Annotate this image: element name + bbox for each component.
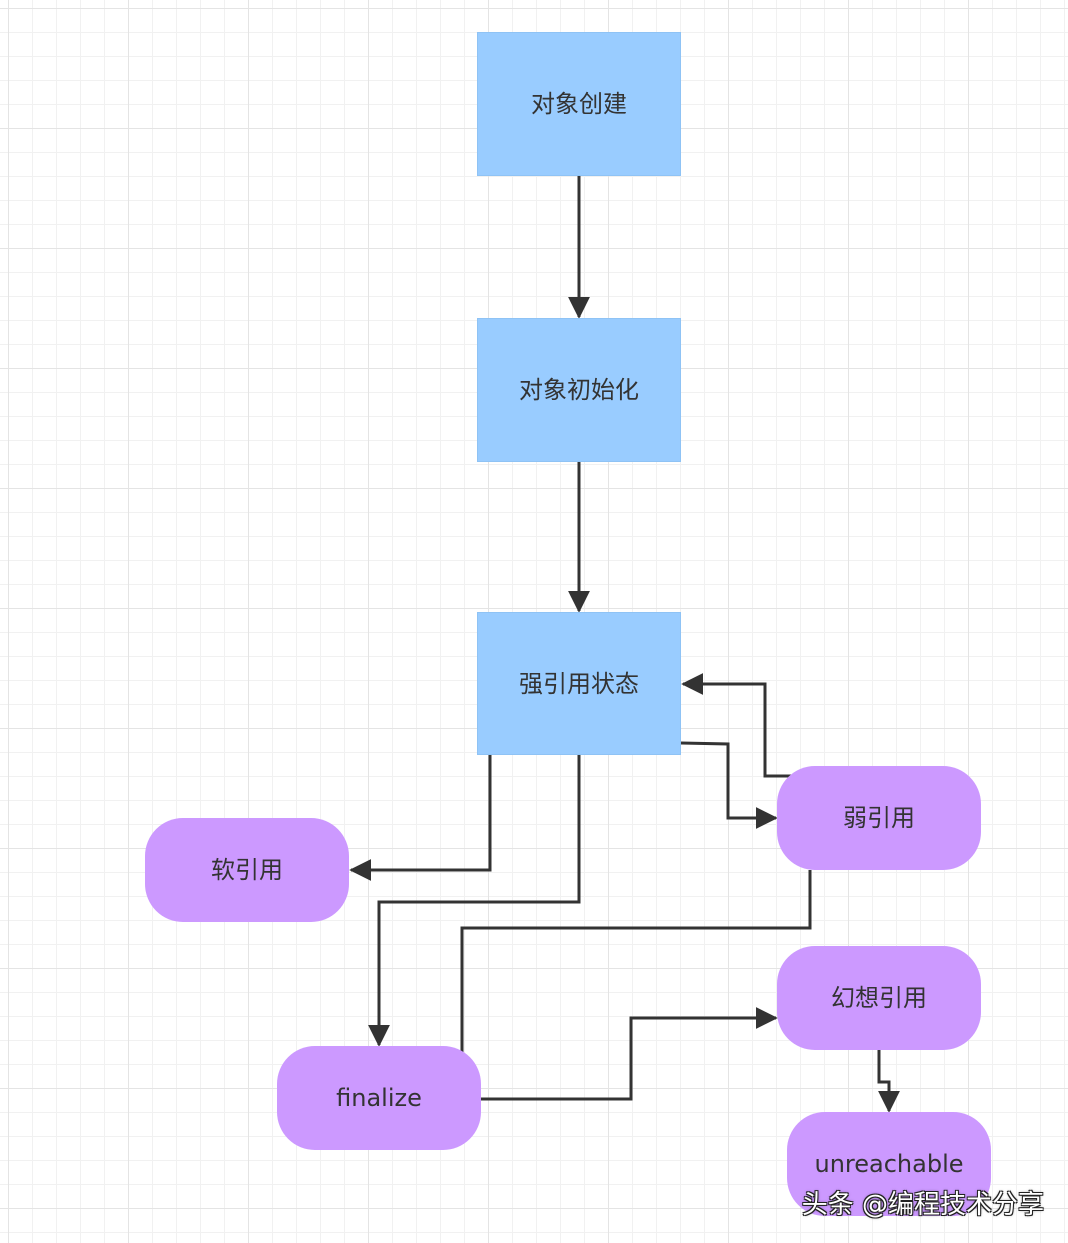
edge-phantom-to-unreachable	[877, 1050, 900, 1113]
node-label: 对象创建	[531, 90, 627, 118]
edge-strong-to-soft	[349, 750, 492, 881]
node-object-init: 对象初始化	[477, 318, 681, 462]
edge-strong-to-finalize	[368, 755, 581, 1047]
node-label: 弱引用	[843, 804, 915, 832]
node-label: 对象初始化	[519, 376, 639, 404]
node-object-create: 对象创建	[477, 32, 681, 176]
edge-weak-to-strong	[681, 673, 853, 778]
node-label: finalize	[336, 1084, 422, 1112]
edge-weak-to-finalize	[451, 870, 812, 1139]
node-unreachable: unreachable	[787, 1112, 991, 1216]
edge-strong-to-weak	[680, 741, 778, 829]
node-strong-reference: 强引用状态	[477, 612, 681, 755]
node-finalize: finalize	[277, 1046, 481, 1150]
node-soft-reference: 软引用	[145, 818, 349, 922]
watermark: 头条 @编程技术分享	[801, 1190, 1044, 1220]
edge-finalize-to-phantom	[481, 1007, 778, 1101]
node-label: 幻想引用	[831, 984, 927, 1012]
node-weak-reference: 弱引用	[777, 766, 981, 870]
node-label: unreachable	[814, 1150, 964, 1178]
node-phantom-reference: 幻想引用	[777, 946, 981, 1050]
node-label: 强引用状态	[519, 669, 639, 698]
node-label: 软引用	[211, 856, 283, 884]
